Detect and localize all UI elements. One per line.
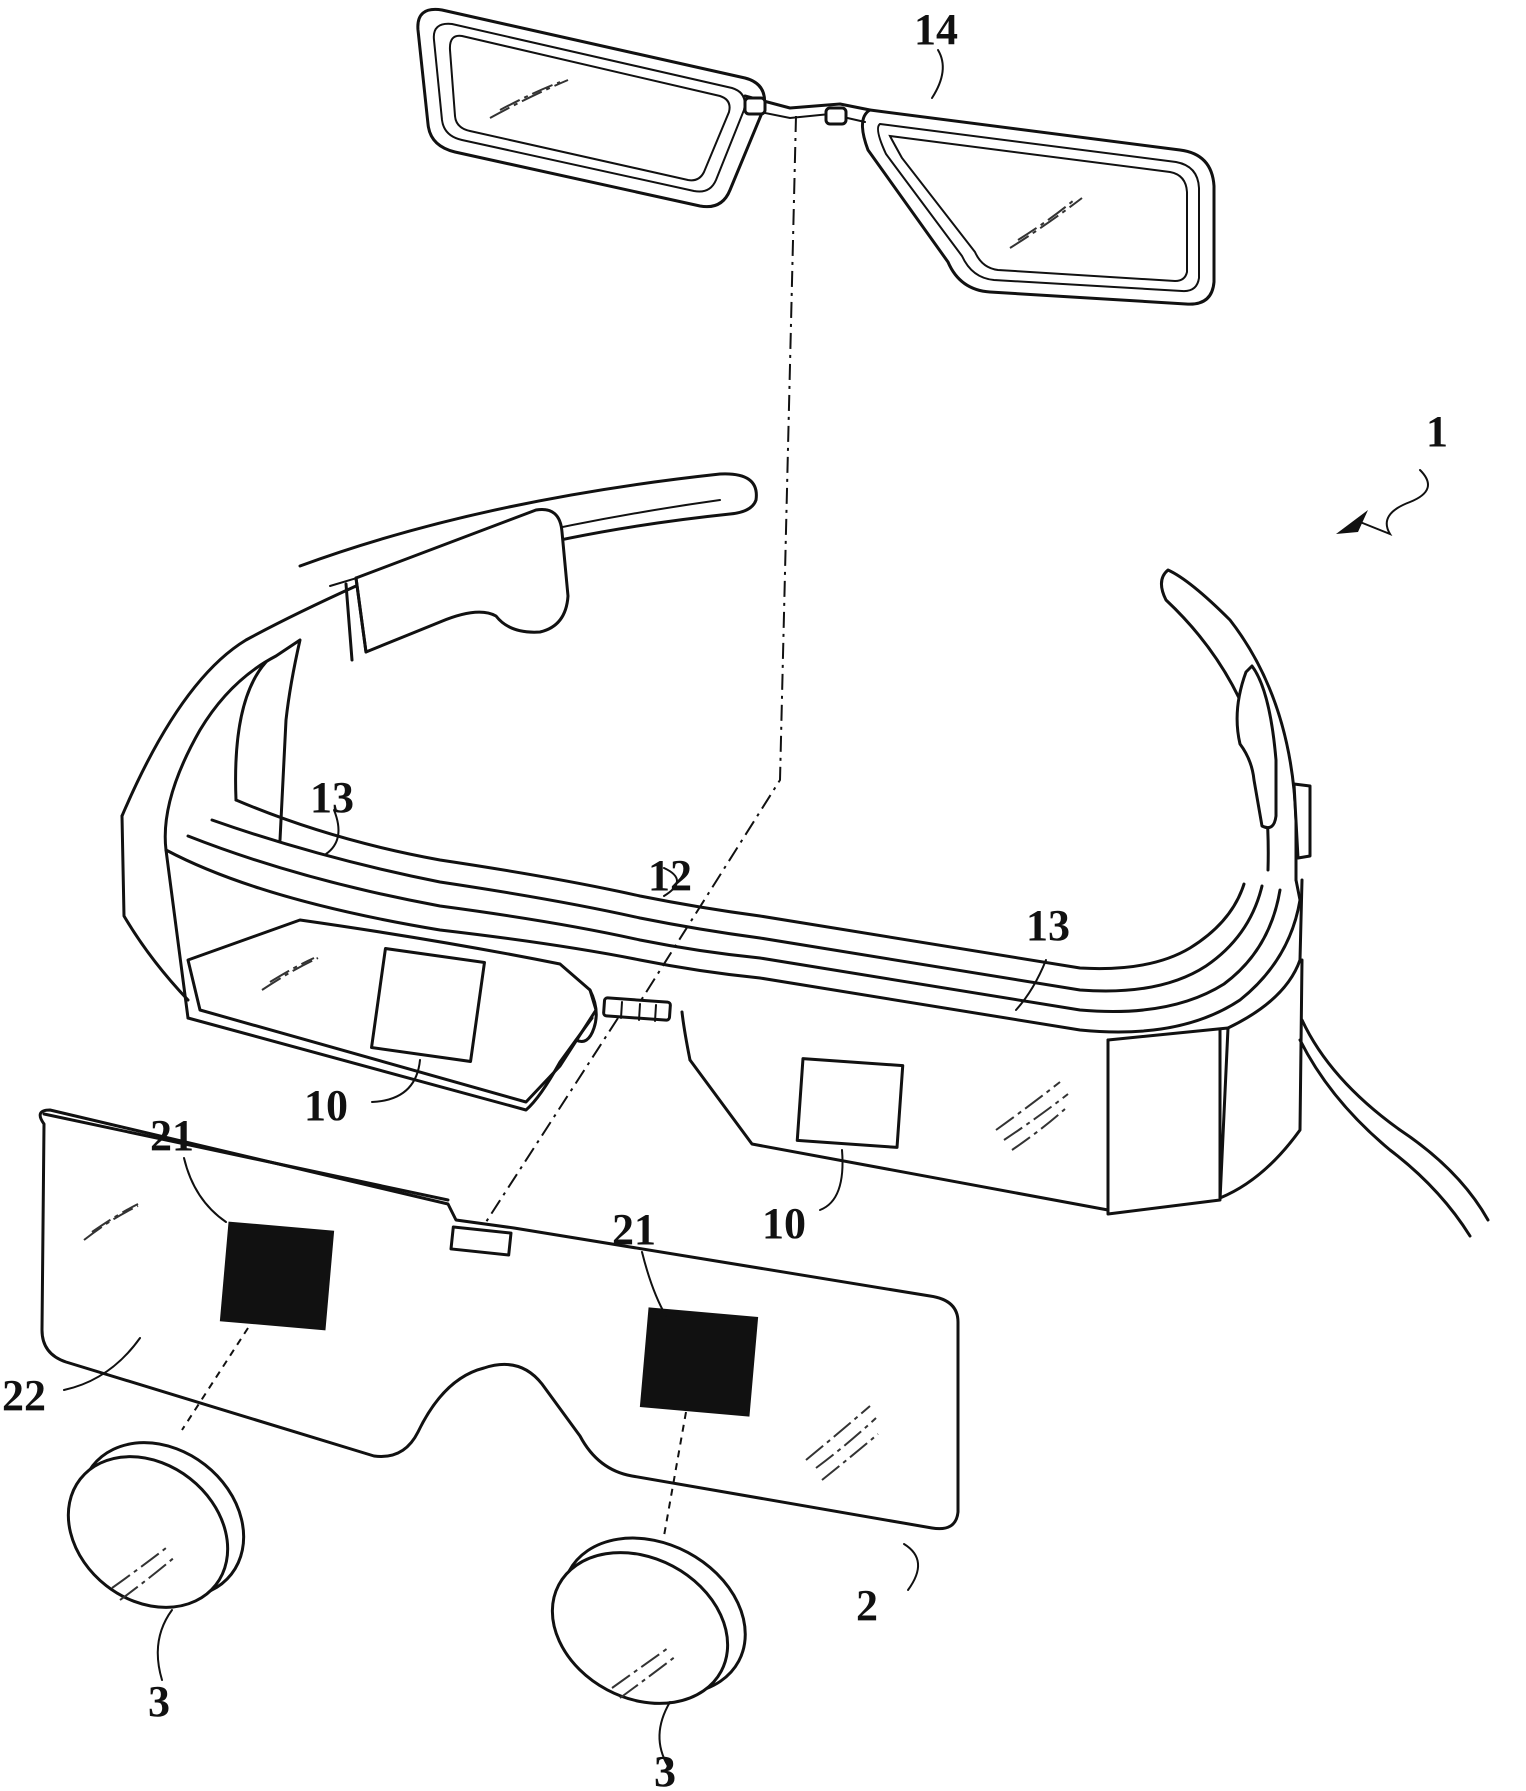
marker-21-right xyxy=(640,1307,758,1416)
left-temple-housing-band-2 xyxy=(346,584,352,660)
ref-label-21-left: 21 xyxy=(150,1111,194,1160)
right-end-housing xyxy=(1108,1028,1228,1214)
ref-label-12: 12 xyxy=(648,851,692,900)
clip-frame-hinge-right xyxy=(826,108,846,124)
leader-21-right xyxy=(642,1252,666,1316)
holder-plate-top-edge xyxy=(44,1114,448,1200)
leader-1 xyxy=(1360,470,1428,534)
marker-21-left xyxy=(220,1222,334,1331)
cable-inner xyxy=(1300,1040,1470,1236)
ref-label-10-right: 10 xyxy=(762,1199,806,1248)
cable-outer xyxy=(1302,1020,1488,1220)
leader-3-left xyxy=(158,1610,172,1680)
lens-left-front xyxy=(38,1425,257,1638)
ref-label-13-left: 13 xyxy=(310,773,354,822)
clip-frame-right-glare-2 xyxy=(1018,200,1074,240)
right-temple-arm xyxy=(1161,570,1296,880)
right-end-housing-side xyxy=(1220,880,1302,1198)
ref-label-3-left: 3 xyxy=(148,1677,170,1726)
holder-plate-clip xyxy=(451,1227,511,1255)
leader-21-left xyxy=(184,1158,226,1222)
clip-frame-bridge-lower xyxy=(750,110,865,122)
nose-slot-divider-2 xyxy=(639,1004,640,1020)
lens-3-right xyxy=(526,1507,773,1766)
clip-frame-hinge-left xyxy=(745,98,765,114)
arrow-1-head xyxy=(1336,510,1368,534)
left-screen-10 xyxy=(372,949,485,1062)
ref-label-21-right: 21 xyxy=(612,1205,656,1254)
front-band-left-face-edge xyxy=(166,850,188,1018)
ref-label-3-right: 3 xyxy=(654,1747,676,1791)
nose-bridge-right xyxy=(682,1012,690,1060)
lens-3-left xyxy=(38,1411,274,1680)
right-screen-10 xyxy=(797,1059,902,1148)
leader-2 xyxy=(904,1544,918,1590)
ref-label-10-left: 10 xyxy=(304,1081,348,1130)
clip-frame-left-rim-inner xyxy=(434,24,745,192)
ref-label-2: 2 xyxy=(856,1581,878,1630)
right-temple-clip xyxy=(1294,784,1310,858)
right-end-housing-bottom xyxy=(1220,960,1302,1198)
clip-frame-left-glare xyxy=(490,80,568,118)
clip-frame-left-glare-2 xyxy=(500,82,560,110)
ref-label-14: 14 xyxy=(914,5,958,54)
nose-slot-divider-3 xyxy=(655,1005,656,1021)
nose-slot-12 xyxy=(603,998,670,1021)
clip-frame-14 xyxy=(418,9,1214,304)
clip-frame-right-glare xyxy=(1010,198,1082,248)
ref-label-13-right: 13 xyxy=(1026,901,1070,950)
nose-slot-divider-1 xyxy=(621,1002,622,1018)
left-temple-housing xyxy=(356,509,568,652)
lens-right-front xyxy=(526,1523,754,1733)
ref-label-1: 1 xyxy=(1426,407,1448,456)
alignment-line-21-right-to-3 xyxy=(664,1412,686,1536)
holder-plate-glare-left xyxy=(84,1206,138,1240)
front-band-side-left xyxy=(122,816,188,1000)
ref-label-22: 22 xyxy=(2,1371,46,1420)
clip-frame-right-rim-inner xyxy=(878,124,1199,291)
clip-frame-left-rim xyxy=(418,9,765,206)
leader-14 xyxy=(932,50,943,98)
